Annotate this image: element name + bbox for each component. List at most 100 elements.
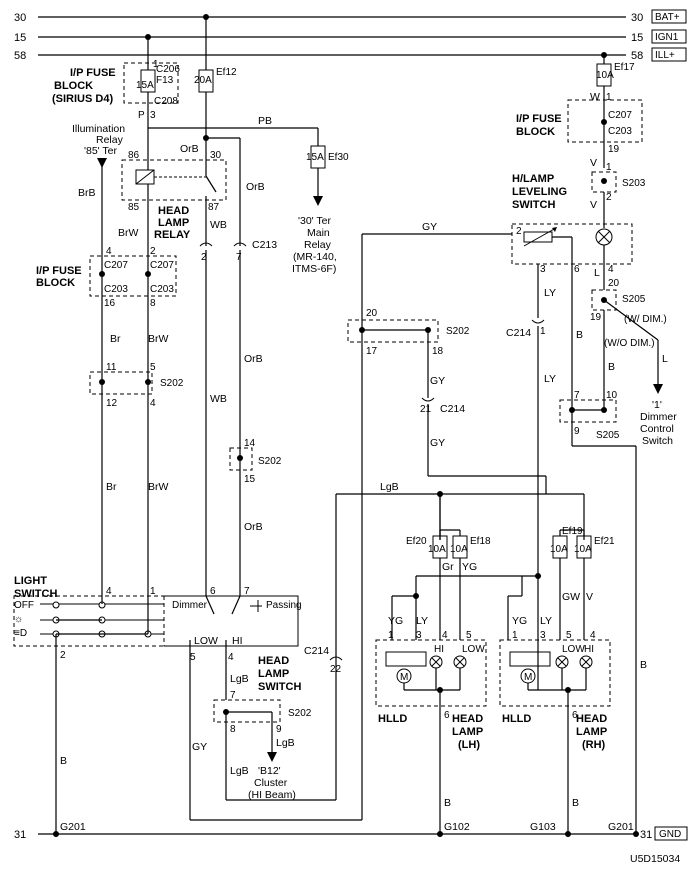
svg-text:SWITCH: SWITCH (14, 588, 57, 600)
rail-58-right: 58 (631, 50, 643, 62)
svg-text:LEVELING: LEVELING (512, 186, 567, 198)
svg-text:GY: GY (430, 437, 445, 449)
ef17-label: Ef17 (614, 62, 635, 73)
svg-text:12: 12 (106, 398, 118, 409)
svg-text:Dimmer: Dimmer (640, 411, 677, 423)
main-relay-label: '30' Ter (298, 215, 332, 227)
svg-text:BrW: BrW (148, 481, 169, 493)
svg-text:21: 21 (420, 404, 432, 415)
svg-text:B: B (572, 797, 579, 809)
head-lamp-switch: Dimmer Passing 6 7 LOW HI 5 4 HEAD LAMP … (163, 586, 302, 820)
svg-text:V: V (590, 199, 597, 211)
svg-text:V: V (590, 157, 597, 169)
svg-text:20: 20 (608, 278, 620, 289)
svg-text:(MR-140,: (MR-140, (293, 251, 337, 263)
svg-text:Br: Br (106, 481, 117, 493)
svg-text:(W/O DIM.): (W/O DIM.) (604, 338, 655, 349)
hlamp-leveling-switch: H/LAMP LEVELING SWITCH 2 3 6 4 LY C214 1… (506, 173, 633, 690)
svg-text:LgB: LgB (380, 481, 399, 493)
svg-text:4: 4 (590, 630, 596, 641)
svg-text:9: 9 (276, 724, 282, 735)
svg-text:LAMP: LAMP (158, 217, 189, 229)
svg-text:G103: G103 (530, 821, 556, 833)
ef18-label: Ef18 (470, 536, 491, 547)
svg-text:LY: LY (540, 615, 552, 627)
lamp-fuses: Ef20 Ef18 10A 10A Gr YG Ef19 Ef21 10A 10… (391, 476, 615, 640)
splice-s202-bottom: 7 8 9 S202 LgB LgB 'B12' Cluster (HI Bea… (213, 690, 336, 801)
svg-text:2: 2 (516, 226, 522, 237)
svg-text:22: 22 (330, 664, 342, 675)
svg-text:C203: C203 (608, 126, 632, 137)
svg-text:LAMP: LAMP (452, 726, 483, 738)
svg-text:14: 14 (244, 438, 256, 449)
svg-text:LOW: LOW (562, 644, 585, 655)
headlamp-rh: YG LY 1 3 5 4 LOW HI M 6 HLLD HEAD LAMP … (499, 615, 611, 834)
svg-text:1: 1 (540, 326, 546, 337)
power-rails: 30 15 58 30 15 58 BAT+ IGN1 ILL+ 31 31 G… (14, 9, 688, 841)
svg-text:G201: G201 (60, 821, 86, 833)
svg-text:5: 5 (566, 630, 572, 641)
svg-text:3: 3 (416, 630, 422, 641)
svg-text:4: 4 (608, 264, 614, 275)
svg-text:Relay: Relay (96, 134, 124, 146)
svg-text:6: 6 (444, 710, 450, 721)
svg-text:(LH): (LH) (458, 739, 480, 751)
svg-text:2: 2 (60, 650, 66, 661)
svg-text:LgB: LgB (230, 673, 249, 685)
svg-text:B: B (60, 755, 67, 767)
svg-text:L: L (594, 267, 600, 279)
svg-text:3: 3 (540, 630, 546, 641)
svg-text:10A: 10A (574, 544, 592, 555)
svg-text:8: 8 (150, 298, 156, 309)
svg-text:'85' Ter: '85' Ter (84, 145, 118, 157)
cluster-label: 'B12' (258, 765, 281, 777)
svg-text:SWITCH: SWITCH (258, 681, 301, 693)
svg-text:9: 9 (574, 426, 580, 437)
svg-text:85: 85 (128, 202, 140, 213)
hlld-rh: HLLD (502, 713, 531, 725)
svg-text:87: 87 (208, 202, 220, 213)
svg-text:OrB: OrB (244, 353, 263, 365)
ef12-label: Ef12 (216, 67, 237, 78)
pb-wire: PB (258, 115, 272, 127)
svg-text:HI: HI (584, 644, 594, 655)
svg-text:OrB: OrB (246, 181, 265, 193)
c206-label: C206 (156, 64, 180, 75)
svg-text:7: 7 (236, 252, 242, 263)
fuse-15a-f13: 15A (136, 80, 154, 91)
svg-text:RELAY: RELAY (154, 229, 191, 241)
svg-text:1: 1 (512, 630, 518, 641)
c213-label: C213 (252, 239, 277, 251)
svg-text:6: 6 (210, 586, 216, 597)
tag-ign1: IGN1 (655, 32, 679, 43)
svg-text:C214: C214 (506, 327, 531, 339)
fuse-ef17: 10A Ef17 W 1 C207 C203 19 I/P FUSE BLOCK… (516, 55, 646, 228)
svg-text:OFF: OFF (14, 600, 34, 611)
rail-30-left: 30 (14, 12, 26, 24)
splice-s202-middle: 14 15 S202 (229, 438, 282, 596)
svg-text:☼: ☼ (14, 614, 23, 625)
svg-text:LgB: LgB (230, 765, 249, 777)
svg-text:4: 4 (106, 586, 112, 597)
svg-text:1: 1 (388, 630, 394, 641)
illumination-relay-label: Illumination Relay '85' Ter (72, 123, 125, 590)
svg-text:1: 1 (606, 162, 612, 173)
head-lamp-relay-title: HEAD (158, 205, 189, 217)
svg-text:16: 16 (104, 298, 116, 309)
svg-text:LAMP: LAMP (258, 668, 289, 680)
svg-text:S202: S202 (258, 456, 282, 467)
ip-fuse-block-2: 4 2 C207 C207 C203 C203 16 8 I/P FUSE BL… (36, 246, 177, 590)
svg-text:G201: G201 (608, 821, 634, 833)
ef21-label: Ef21 (594, 536, 615, 547)
svg-text:2: 2 (606, 192, 612, 203)
ef19-label: Ef19 (562, 526, 583, 537)
svg-text:6: 6 (574, 264, 580, 275)
svg-text:(SIRIUS D4): (SIRIUS D4) (52, 93, 113, 105)
svg-text:GY: GY (422, 221, 437, 233)
light-switch-title: LIGHT (14, 575, 47, 587)
dimmer-control-label: '1' (652, 399, 662, 411)
svg-text:BLOCK: BLOCK (516, 126, 555, 138)
gnd-31-left: 31 (14, 829, 26, 841)
svg-text:17: 17 (366, 346, 378, 357)
svg-text:5: 5 (190, 652, 196, 663)
